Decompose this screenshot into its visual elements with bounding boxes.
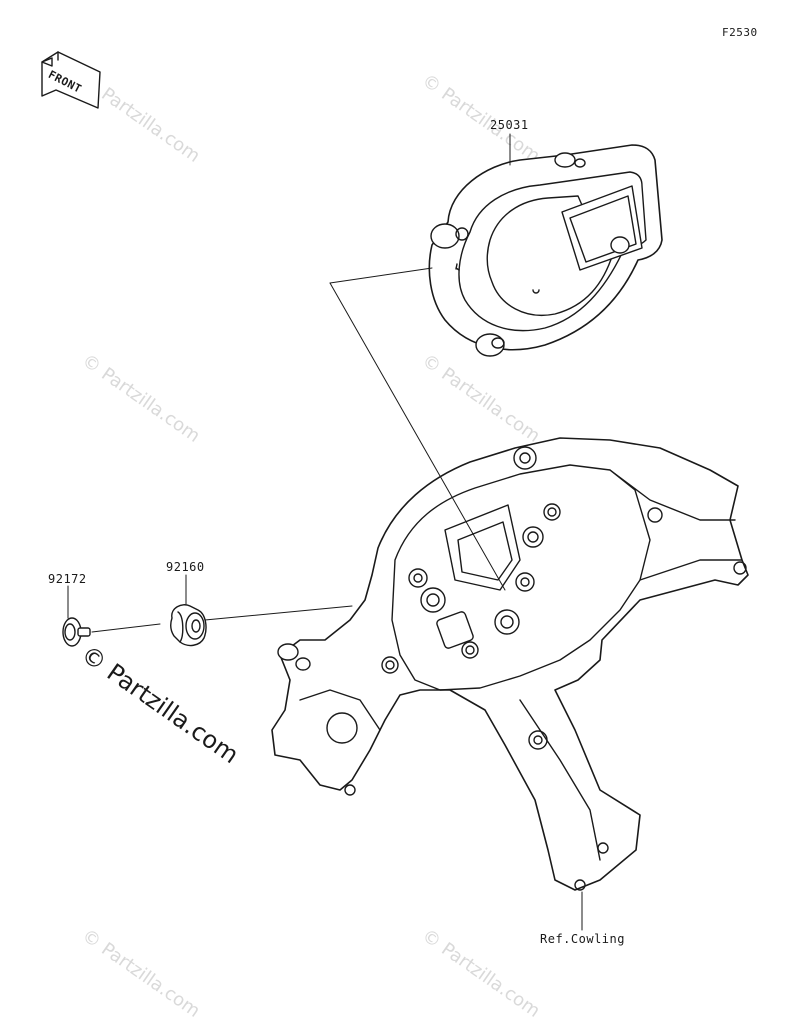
leader-lines <box>67 133 583 931</box>
reference-label: Ref.Cowling <box>540 932 625 946</box>
meter-assembly-drawing <box>428 144 663 357</box>
grommet-drawing <box>169 604 207 647</box>
screw-drawing <box>62 617 91 647</box>
part-number-screw[interactable]: 92172 <box>48 572 87 586</box>
meter-bracket-drawing <box>271 437 749 891</box>
part-number-meter[interactable]: 25031 <box>490 118 529 132</box>
part-number-grommet[interactable]: 92160 <box>166 560 205 574</box>
front-arrow-icon <box>41 51 101 109</box>
figure-code: F2530 <box>722 26 758 39</box>
